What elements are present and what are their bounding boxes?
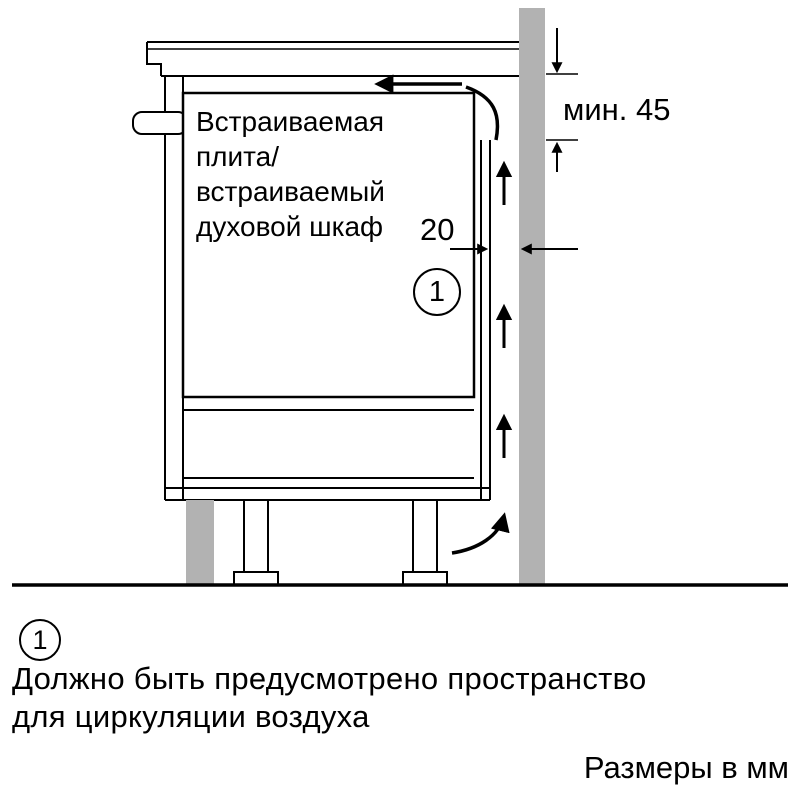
cabinet-leg-back — [412, 499, 438, 575]
dimension-min45-value: мин. 45 — [563, 92, 671, 127]
worktop-edge-profile — [146, 42, 162, 76]
legend-callout-1-number: 1 — [32, 624, 48, 655]
cabinet-leg-front — [243, 499, 269, 575]
units-note: Размеры в мм — [583, 750, 789, 785]
airflow-curve-bottom — [451, 512, 510, 555]
oven-handle — [132, 111, 188, 135]
wall — [519, 8, 545, 585]
plinth-panel — [186, 500, 214, 585]
dimension-gap-value: 20 — [420, 212, 455, 247]
leg-foot-front — [233, 571, 279, 586]
callout-1-number: 1 — [428, 275, 446, 308]
oven-box — [181, 91, 476, 399]
legend-note: Должно быть предусмотрено пространство д… — [12, 661, 647, 734]
callout-1-marker: 1 — [413, 268, 461, 316]
leg-foot-back — [402, 571, 448, 586]
legend-callout-1-marker: 1 — [19, 619, 61, 661]
appliance-label: Встраиваемая плита/ встраиваемый духовой… — [196, 106, 385, 242]
airflow-curve-top — [465, 85, 500, 141]
